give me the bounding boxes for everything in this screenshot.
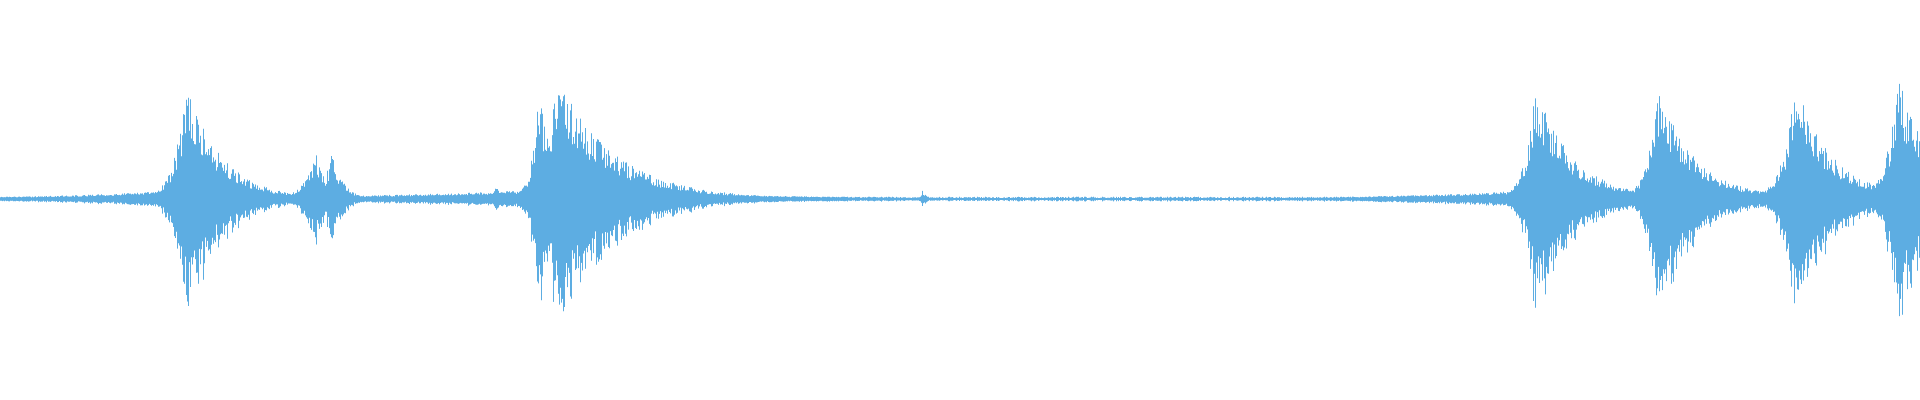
waveform-peaks [0, 83, 1920, 317]
waveform-amplitude-path [0, 83, 1920, 317]
